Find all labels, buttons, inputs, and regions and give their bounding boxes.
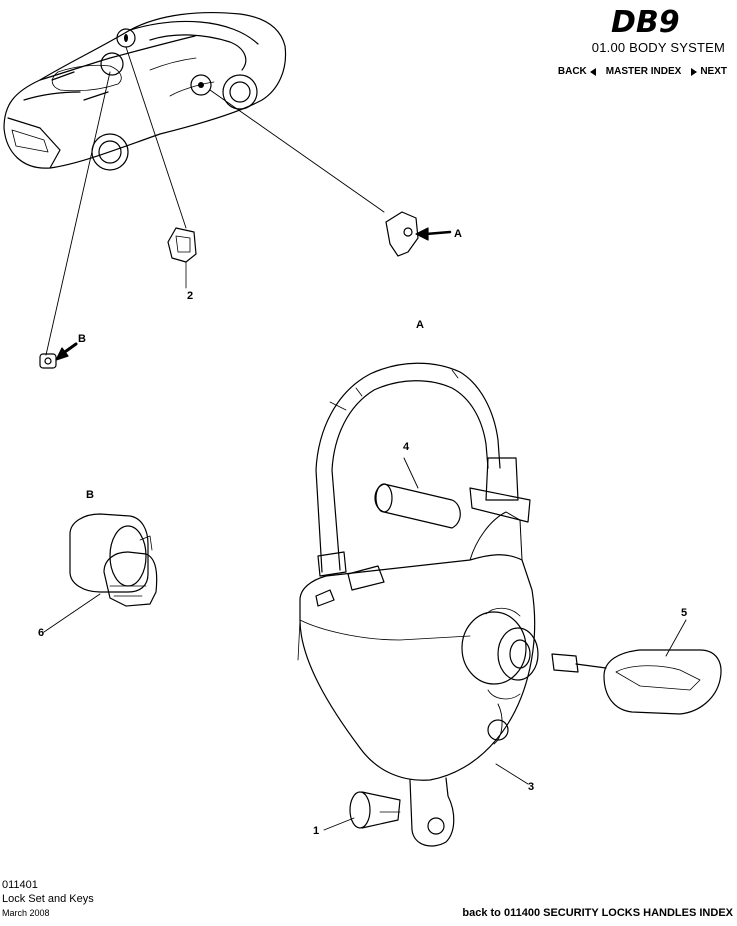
callout-3: 3 (528, 781, 534, 793)
logo-text: DB9 (611, 5, 680, 40)
callout-5: 5 (681, 607, 687, 619)
callout-a-small: A (454, 228, 462, 240)
navigation-bar: BACK MASTER INDEX NEXT (558, 66, 727, 77)
view-b-title: B (86, 489, 94, 501)
db9-logo: DB9 (611, 5, 680, 40)
view-a-title: A (416, 319, 424, 331)
car-overview-illustration (3, 11, 287, 171)
location-circle-front (100, 52, 124, 76)
cylinder-small-view (39, 342, 78, 369)
part-6-lock-barrel (43, 513, 158, 633)
callout-1: 1 (313, 825, 319, 837)
back-to-index-link[interactable]: back to 011400 SECURITY LOCKS HANDLES IN… (462, 907, 733, 919)
part-3-lock-assembly (297, 511, 539, 847)
door-lock-small-view (385, 211, 452, 257)
part-5-key (551, 619, 722, 715)
part-info: 011401 Lock Set and Keys March 2008 (2, 878, 94, 920)
cable-loop (315, 362, 531, 577)
part-title: Lock Set and Keys (2, 893, 94, 905)
next-label: NEXT (700, 66, 727, 77)
master-index-link[interactable]: MASTER INDEX (606, 66, 682, 77)
location-circle-door (190, 74, 212, 96)
master-index-label: MASTER INDEX (605, 66, 682, 77)
back-label: BACK (557, 66, 587, 77)
callout-6: 6 (38, 627, 44, 639)
callout-4: 4 (403, 441, 410, 453)
system-title: 01.00 BODY SYSTEM (591, 40, 725, 55)
callout-2: 2 (187, 290, 193, 302)
next-arrow-icon (691, 67, 698, 76)
next-link[interactable]: NEXT (691, 66, 727, 77)
back-arrow-icon (589, 67, 596, 76)
publication-date: March 2008 (2, 908, 50, 918)
part-number: 011401 (2, 879, 38, 891)
part-4-pin (374, 457, 461, 529)
back-link[interactable]: BACK (558, 66, 596, 77)
part-2-small-lock-view (167, 227, 197, 289)
callout-b-small: B (78, 333, 86, 345)
part-1-bolt (323, 791, 401, 831)
